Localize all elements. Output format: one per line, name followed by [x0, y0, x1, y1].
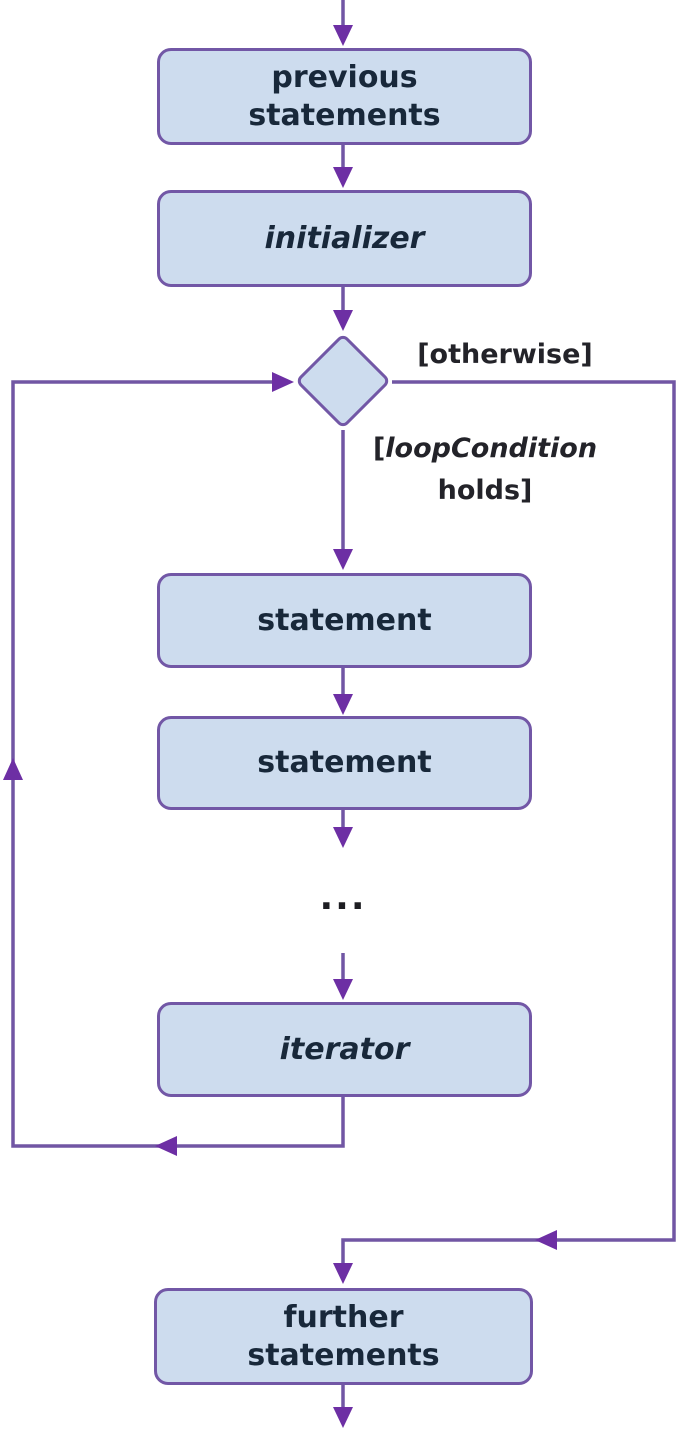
ellipsis-text: ...	[319, 877, 367, 918]
edge-entry	[333, 0, 353, 46]
node-further-statements-line2: statements	[247, 1337, 440, 1373]
loop-condition-line2: holds]	[437, 475, 533, 506]
node-initializer-label: initializer	[264, 220, 425, 256]
node-statement-1-label: statement	[257, 602, 432, 638]
node-statement-1: statement	[157, 573, 532, 668]
edge-statement2-to-ellipsis	[333, 810, 353, 848]
node-previous-statements: previous statements	[157, 48, 532, 145]
loop-condition-label: [loopCondition holds]	[353, 428, 617, 512]
edge-initializer-to-condition	[333, 287, 353, 331]
node-initializer: initializer	[157, 190, 532, 287]
edge-ellipsis-to-iterator	[333, 953, 353, 1000]
loop-condition-open-bracket: [	[372, 433, 386, 464]
node-further-statements: further statements	[154, 1288, 533, 1385]
edge-condition-to-statement1	[333, 430, 353, 570]
node-iterator: iterator	[157, 1002, 532, 1097]
node-previous-statements-line1: previous	[271, 59, 418, 95]
node-previous-statements-line2: statements	[248, 97, 441, 133]
node-statement-2-label: statement	[257, 745, 432, 780]
node-further-statements-line1: further	[283, 1299, 404, 1335]
edge-previous-to-initializer	[333, 145, 353, 188]
otherwise-label: [otherwise]	[417, 339, 593, 370]
loop-condition-term: loopCondition	[385, 433, 598, 464]
edge-iterator-loopback	[3, 372, 345, 1156]
edge-exit	[333, 1385, 353, 1428]
node-statement-2: statement	[157, 716, 532, 810]
edge-statement1-to-statement2	[333, 668, 353, 715]
edge-otherwise-branch	[333, 380, 676, 1284]
node-iterator-label: iterator	[279, 1031, 410, 1067]
